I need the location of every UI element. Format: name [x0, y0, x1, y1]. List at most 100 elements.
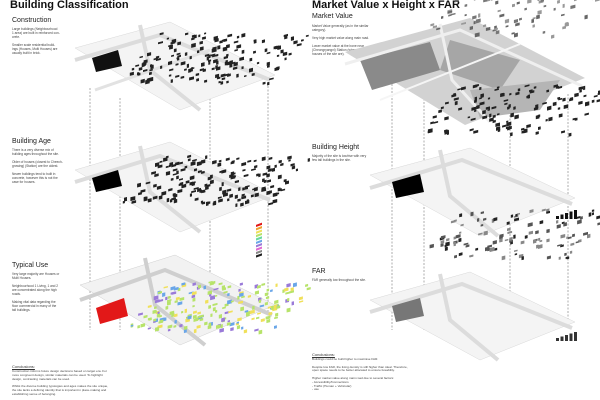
- building-footprint: [204, 53, 209, 58]
- building-footprint: [447, 10, 453, 14]
- building-footprint: [190, 181, 196, 185]
- building-footprint: [470, 254, 474, 258]
- building-footprint: [553, 7, 556, 11]
- building-footprint: [223, 290, 228, 294]
- building-footprint: [230, 161, 235, 165]
- building-footprint: [208, 60, 211, 65]
- building-footprint: [562, 97, 566, 102]
- building-footprint: [170, 177, 174, 181]
- desc-construction: Large buildings (Neighbourhood 1 area) a…: [12, 27, 60, 55]
- building-footprint: [486, 0, 491, 2]
- building-footprint: [495, 30, 500, 35]
- building-footprint: [189, 175, 195, 180]
- building-footprint: [448, 14, 452, 17]
- building-footprint: [156, 313, 161, 318]
- building-footprint: [166, 197, 170, 203]
- building-footprint: [221, 285, 226, 290]
- building-footprint: [509, 236, 513, 242]
- building-footprint: [504, 238, 509, 242]
- building-footprint: [595, 0, 600, 2]
- building-footprint: [153, 295, 159, 301]
- building-footprint: [198, 170, 202, 174]
- building-footprint: [145, 181, 151, 185]
- building-footprint: [293, 40, 298, 45]
- building-footprint: [208, 59, 212, 63]
- building-footprint: [524, 7, 527, 11]
- building-footprint: [236, 35, 240, 39]
- use-legend-swatch: [256, 232, 262, 238]
- building-footprint: [485, 246, 490, 252]
- building-footprint: [165, 296, 168, 301]
- building-footprint: [241, 49, 245, 54]
- building-footprint: [474, 109, 477, 113]
- desc-far: FAR generally low throughout the site.: [312, 278, 366, 282]
- building-footprint: [497, 9, 501, 13]
- building-footprint: [140, 78, 145, 84]
- building-footprint: [514, 249, 518, 253]
- building-footprint: [221, 182, 224, 187]
- building-footprint: [176, 52, 181, 56]
- building-footprint: [575, 241, 579, 244]
- building-footprint: [578, 239, 582, 243]
- building-footprint: [479, 101, 485, 106]
- building-footprint: [226, 44, 230, 49]
- building-footprint: [585, 101, 590, 107]
- building-footprint: [464, 4, 468, 8]
- building-footprint: [440, 106, 444, 110]
- building-footprint: [230, 327, 234, 332]
- building-footprint: [307, 158, 310, 162]
- building-footprint: [453, 236, 456, 240]
- building-footprint: [207, 290, 213, 295]
- building-footprint: [596, 215, 600, 220]
- building-footprint: [513, 234, 516, 239]
- building-footprint: [193, 314, 197, 319]
- building-footprint: [432, 25, 437, 29]
- building-footprint: [192, 304, 195, 308]
- building-footprint: [224, 311, 229, 315]
- building-footprint: [570, 242, 575, 246]
- building-footprint: [579, 89, 582, 93]
- building-footprint: [521, 130, 526, 134]
- building-footprint: [139, 55, 143, 59]
- desc-building-height: Majority of the site is low/rise with ve…: [312, 154, 367, 162]
- building-footprint: [265, 315, 271, 320]
- building-footprint: [286, 307, 291, 313]
- building-footprint: [219, 40, 223, 44]
- building-footprint: [492, 240, 497, 245]
- building-footprint: [205, 155, 208, 160]
- building-footprint: [542, 101, 547, 105]
- building-footprint: [547, 105, 552, 111]
- use-legend-swatch: [256, 249, 262, 255]
- building-footprint: [150, 64, 154, 70]
- building-footprint: [236, 157, 240, 160]
- label-building-age: Building Age: [12, 138, 51, 145]
- building-footprint: [461, 22, 467, 26]
- building-footprint: [256, 173, 259, 177]
- building-footprint: [565, 21, 568, 25]
- building-footprint: [147, 304, 152, 309]
- building-footprint: [193, 317, 199, 322]
- building-footprint: [489, 246, 495, 253]
- building-footprint: [266, 288, 270, 292]
- building-footprint: [532, 16, 536, 20]
- building-footprint: [284, 287, 289, 292]
- building-footprint: [230, 61, 236, 65]
- building-footprint: [154, 173, 159, 178]
- building-footprint: [236, 321, 240, 324]
- building-footprint: [225, 157, 230, 162]
- building-footprint: [440, 235, 446, 240]
- building-footprint: [487, 108, 491, 112]
- building-footprint: [572, 117, 576, 121]
- building-footprint: [180, 168, 186, 172]
- building-footprint: [197, 50, 200, 54]
- building-footprint: [445, 101, 449, 105]
- building-height-map: [369, 83, 600, 238]
- building-footprint: [485, 26, 491, 32]
- building-footprint: [253, 39, 257, 42]
- building-footprint: [250, 194, 254, 198]
- building-footprint: [446, 238, 450, 242]
- building-footprint: [524, 84, 530, 88]
- building-footprint: [242, 168, 246, 172]
- building-footprint: [239, 292, 244, 297]
